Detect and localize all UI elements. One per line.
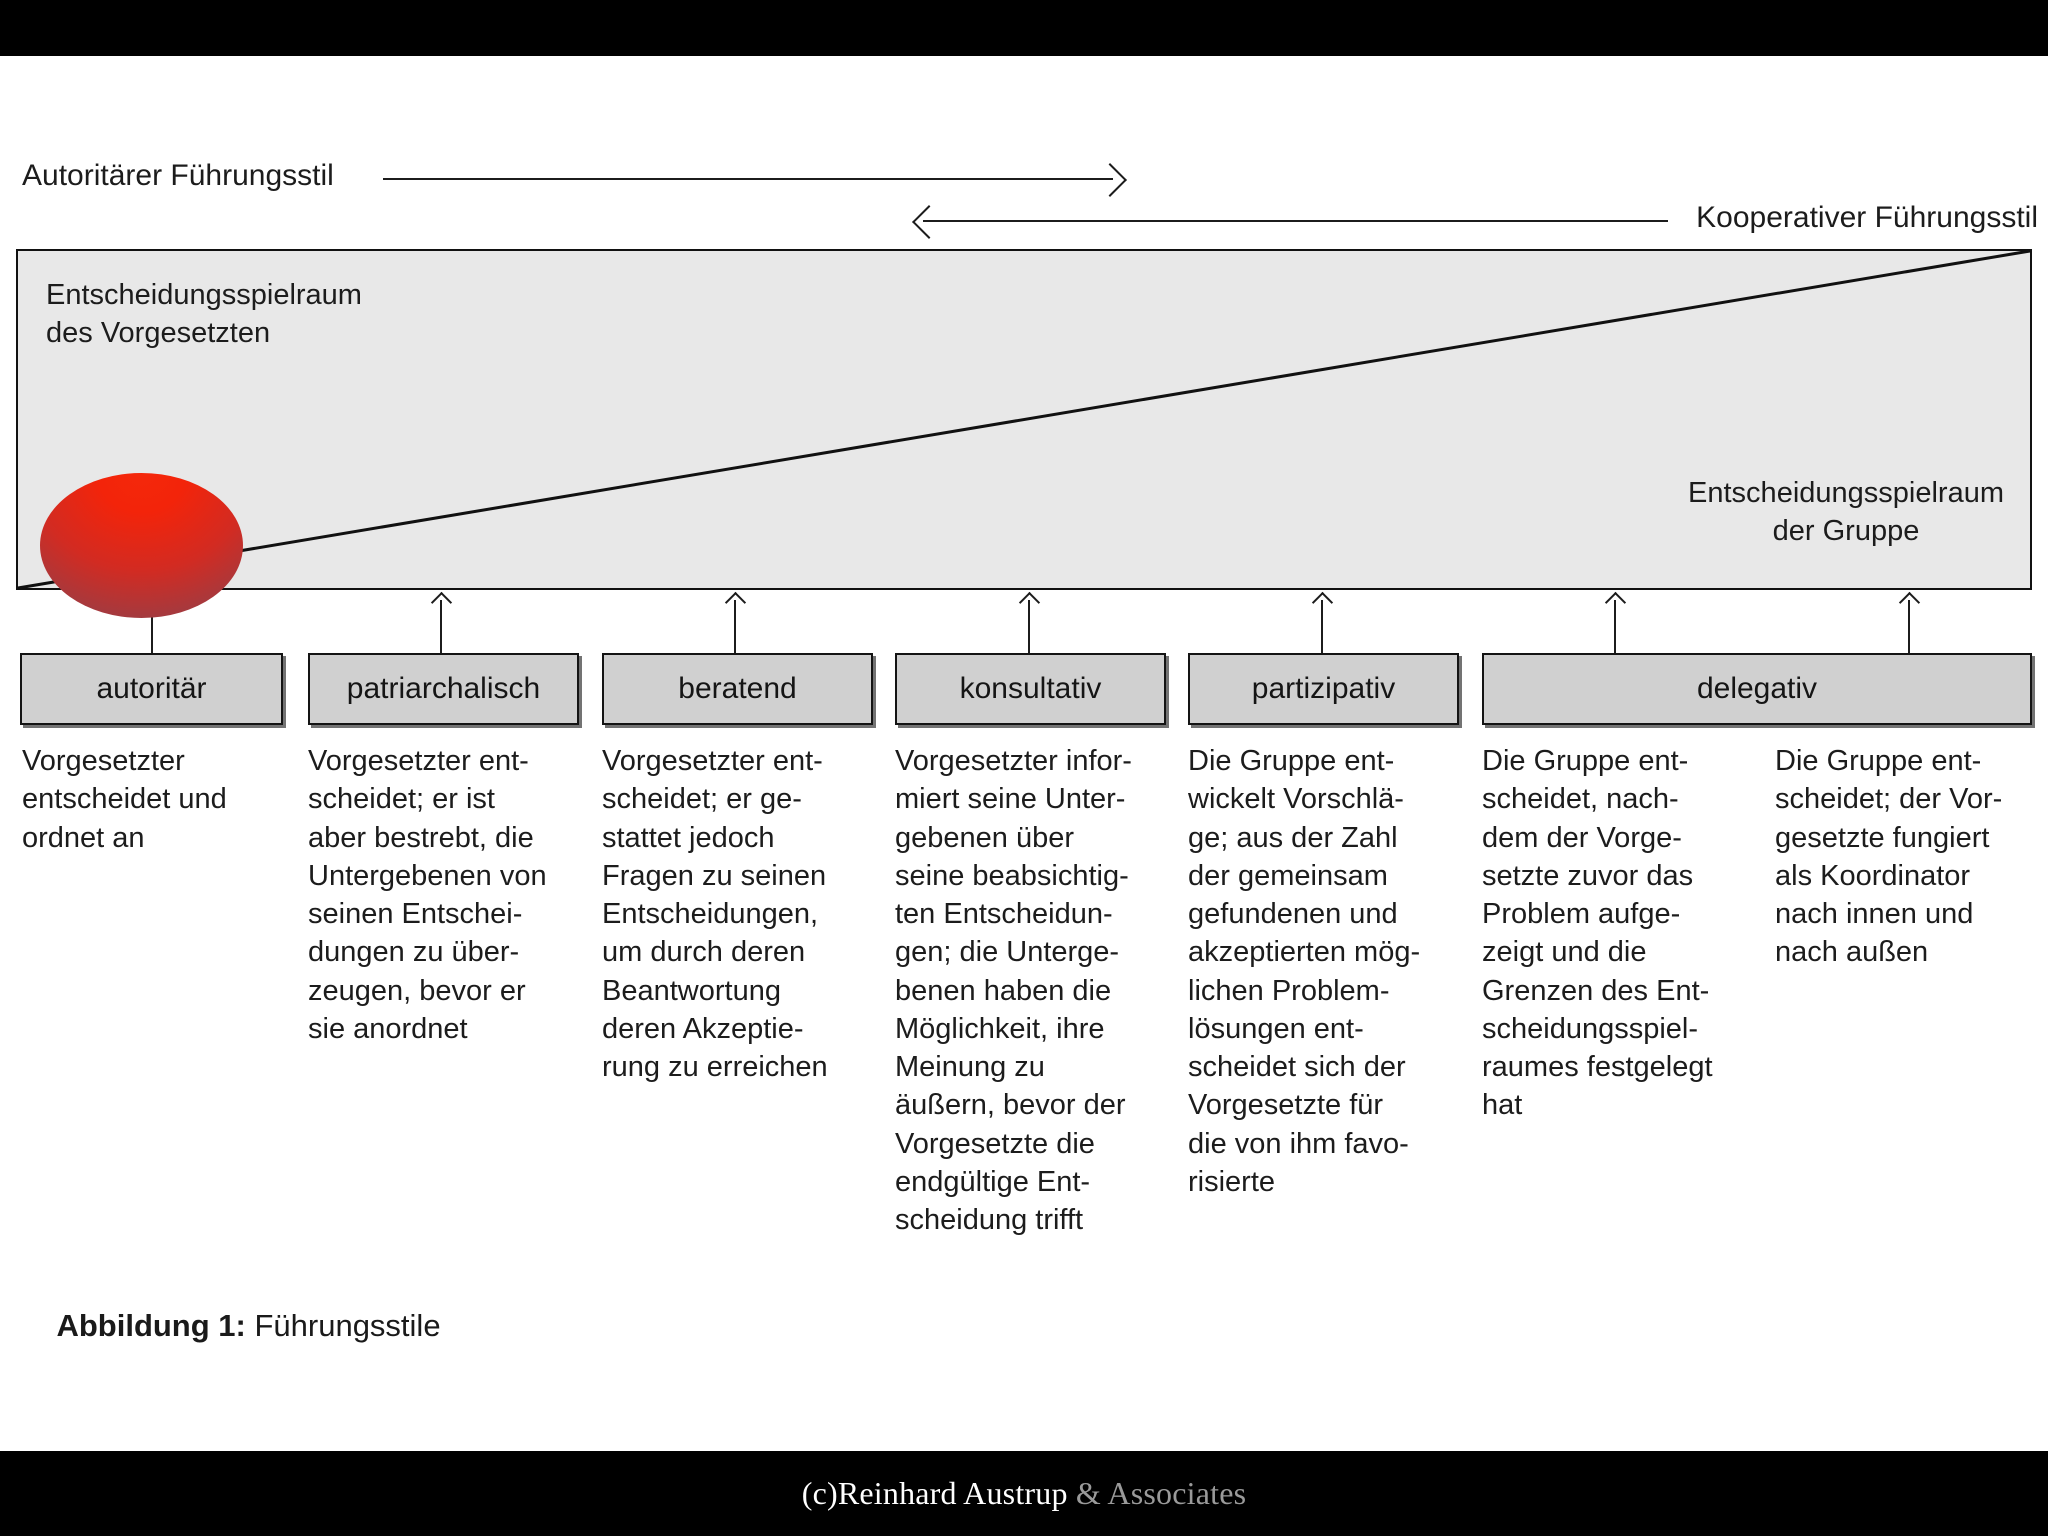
bottom-black-band (0, 1451, 2048, 1536)
arrow-right-icon (1093, 163, 1127, 197)
connector-arrow-beratend-icon (724, 591, 747, 614)
caption-text: Führungsstile (245, 1308, 441, 1343)
style-box-delegativ[interactable]: delegativ (1482, 653, 2032, 725)
diagonal-divider-line (18, 251, 2030, 588)
style-box-label: delegativ (1696, 672, 1818, 705)
cooperative-arrow-line (923, 220, 1668, 222)
connector-line-patriarchalisch (440, 600, 442, 653)
decision-latitude-panel: Entscheidungsspielraum des Vorgesetzten … (16, 249, 2032, 590)
description-delegativ: Die Gruppe ent- scheidet, nach- dem der … (1482, 745, 1713, 1122)
figure-caption: Abbildung 1: Führungsstile (22, 1272, 441, 1380)
description-patriarchalisch: Vorgesetzter ent- scheidet; er ist aber … (308, 745, 547, 1045)
connector-arrow-partizipativ-icon (1311, 591, 1334, 614)
copyright-associates: & Associates (1067, 1475, 1247, 1511)
style-box-autoritaer[interactable]: autoritär (20, 653, 283, 725)
description-partizipativ: Die Gruppe ent- wickelt Vorschlä- ge; au… (1188, 745, 1421, 1198)
style-box-partizipativ[interactable]: partizipativ (1188, 653, 1459, 725)
cooperative-style-label: Kooperativer Führungsstil (1696, 201, 2038, 234)
authoritarian-style-label: Autoritärer Führungsstil (22, 159, 334, 192)
connector-line-autoritaer (151, 590, 153, 653)
style-box-patriarchalisch[interactable]: patriarchalisch (308, 653, 579, 725)
description-konsultativ: Vorgesetzter infor- miert seine Unter- g… (895, 745, 1132, 1237)
connector-line-beratend (734, 600, 736, 653)
connector-arrow-delegativ-2-icon (1898, 591, 1921, 614)
connector-arrow-delegativ-icon (1604, 591, 1627, 614)
caption-label: Abbildung 1: (56, 1308, 246, 1343)
top-black-band (0, 0, 2048, 56)
style-box-label: patriarchalisch (346, 672, 541, 705)
connector-line-konsultativ (1028, 600, 1030, 653)
connector-line-delegativ-2 (1908, 600, 1910, 653)
style-box-label: autoritär (96, 672, 207, 705)
description-autoritaer: Vorgesetzter entscheidet und ordnet an (22, 745, 227, 854)
connector-line-partizipativ (1321, 600, 1323, 653)
style-box-label: partizipativ (1251, 672, 1396, 705)
supervisor-latitude-label: Entscheidungsspielraum des Vorgesetzten (46, 279, 362, 349)
copyright-footer: (c)Reinhard Austrup & Associates (0, 1451, 2048, 1536)
red-ellipse-marker (40, 473, 243, 618)
description-delegativ-2: Die Gruppe ent- scheidet; der Vor- geset… (1775, 745, 2003, 969)
group-latitude-label: Entscheidungsspielraum der Gruppe (1688, 477, 2004, 547)
style-box-konsultativ[interactable]: konsultativ (895, 653, 1166, 725)
connector-arrow-patriarchalisch-icon (430, 591, 453, 614)
arrow-left-icon (912, 205, 946, 239)
connector-arrow-konsultativ-icon (1018, 591, 1041, 614)
style-box-label: konsultativ (959, 672, 1102, 705)
style-box-label: beratend (678, 672, 797, 705)
copyright-owner: (c)Reinhard Austrup (801, 1475, 1068, 1511)
authoritarian-arrow-line (383, 178, 1113, 180)
description-beratend: Vorgesetzter ent- scheidet; er ge- statt… (602, 745, 828, 1084)
connector-line-delegativ (1614, 600, 1616, 653)
style-box-beratend[interactable]: beratend (602, 653, 873, 725)
